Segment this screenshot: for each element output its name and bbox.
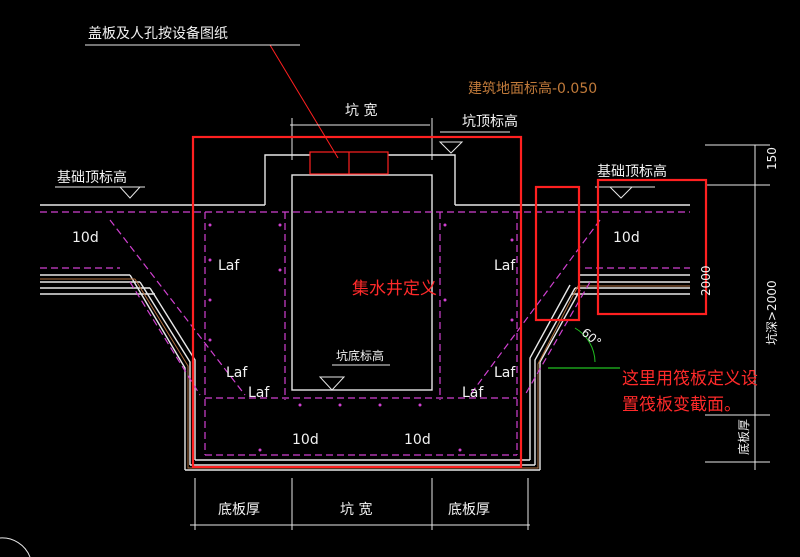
sump-definition-annotation: 集水井定义	[352, 279, 437, 299]
laf-1: Laf	[218, 258, 240, 274]
rebar-10d-left: 10d	[72, 230, 99, 246]
dim-bottom-thick: 底板厚	[736, 419, 751, 455]
pit-width-top: 坑 宽	[345, 102, 377, 119]
laf-2: Laf	[494, 258, 516, 274]
corner-arc	[0, 537, 31, 557]
bottom-dim-left: 底板厚	[218, 502, 260, 518]
pit-top-elev: 坑顶标高	[462, 113, 518, 130]
laf-3: Laf	[226, 365, 248, 381]
cover-plate-label: 盖板及人孔按设备图纸	[88, 25, 228, 42]
rebar-10d-bottom-left: 10d	[292, 432, 319, 448]
rebar-dots	[208, 223, 514, 452]
highlight-boxes	[191, 135, 708, 469]
laf-4: Laf	[248, 385, 270, 401]
waterproof-layers	[40, 278, 690, 469]
angle-label: 60°	[579, 325, 604, 349]
foundation-top-right: 基础顶标高	[597, 163, 667, 180]
rebar-10d-bottom-right: 10d	[404, 432, 431, 448]
raft-note-line1: 这里用筏板定义设	[622, 369, 758, 389]
concrete-outline	[40, 154, 690, 471]
laf-6: Laf	[494, 365, 516, 381]
bottom-dim-mid: 坑 宽	[340, 501, 372, 518]
cover-plate	[309, 151, 389, 175]
foundation-top-left: 基础顶标高	[57, 169, 127, 186]
dim-2000: 2000	[699, 265, 713, 296]
dim-150: 150	[765, 147, 779, 170]
building-ground-elev: 建筑地面标高-0.050	[468, 80, 597, 97]
dimension-lines	[190, 118, 770, 530]
pit-bottom-elev: 坑底标高	[336, 348, 384, 363]
bottom-dim-right: 底板厚	[448, 502, 490, 518]
dim-depth: 坑深>2000	[764, 280, 779, 345]
laf-5: Laf	[462, 385, 484, 401]
elevation-markers	[55, 131, 655, 391]
cover-leader	[269, 44, 339, 159]
angle-arc	[574, 327, 596, 363]
rebar-10d-right: 10d	[613, 230, 640, 246]
raft-note-line2: 置筏板变截面。	[622, 395, 741, 415]
